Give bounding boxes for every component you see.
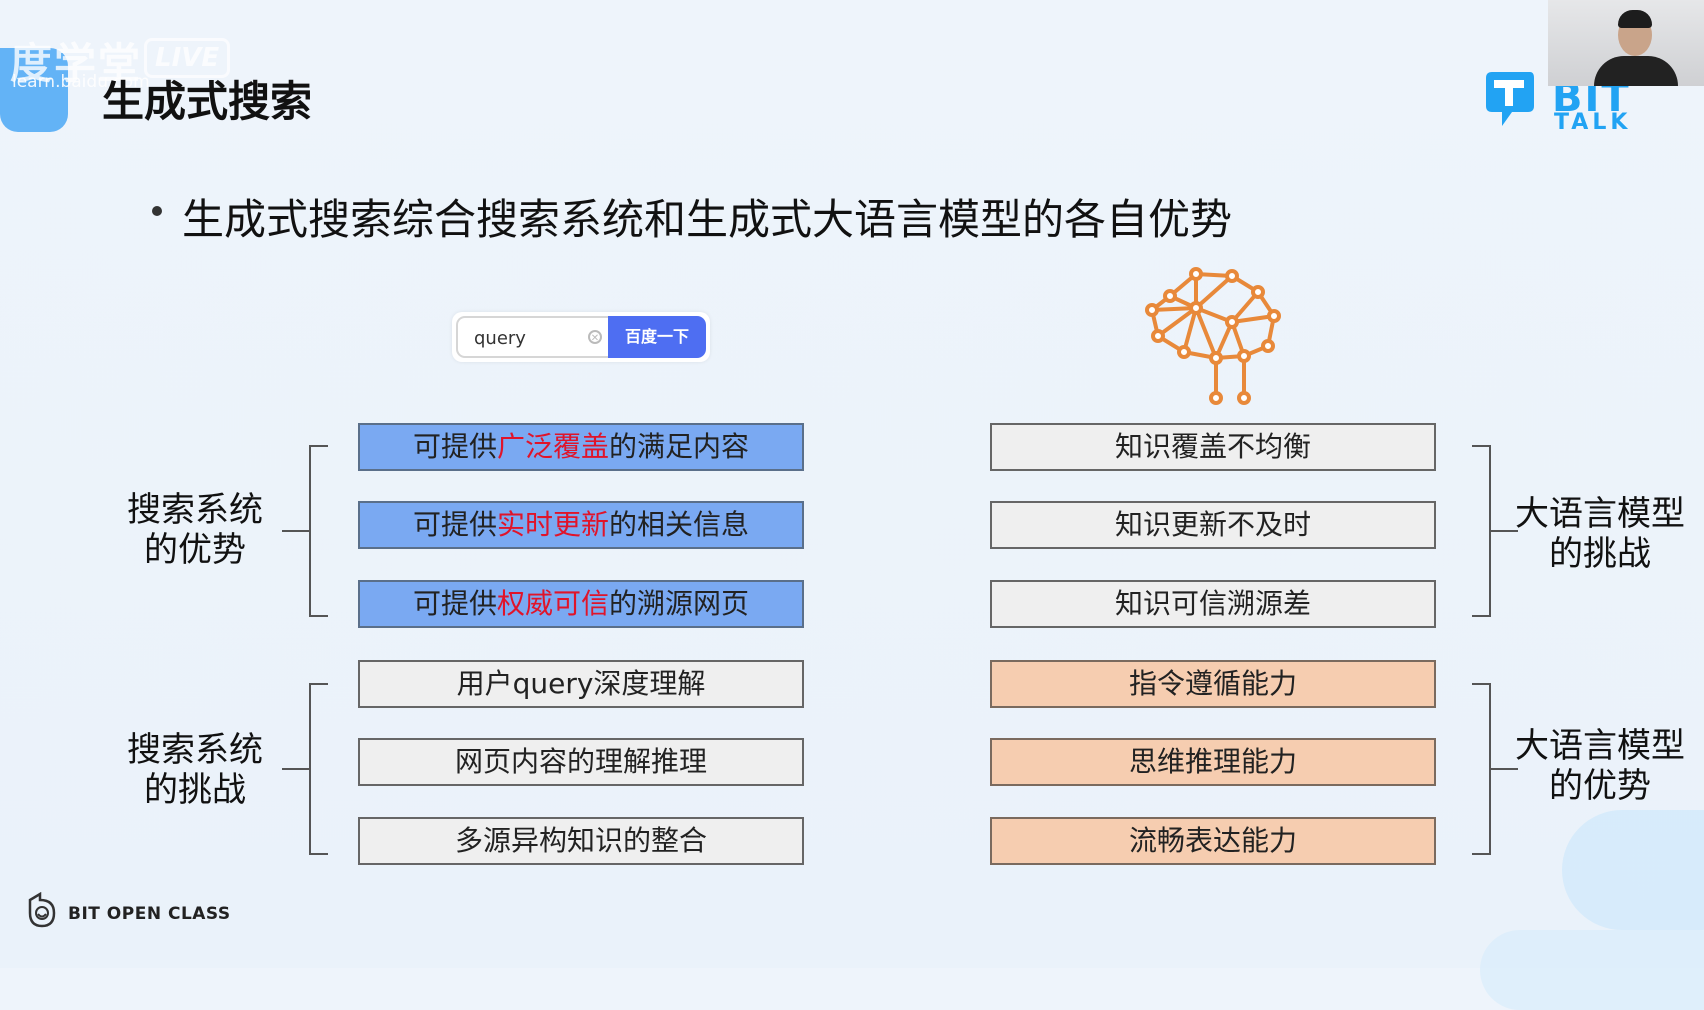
- search-challenge-integration: 多源异构知识的整合: [358, 817, 804, 865]
- llm-advantage-reasoning: 思维推理能力: [990, 738, 1436, 786]
- label-line: 大语言模型: [1515, 494, 1685, 534]
- page-title: 生成式搜索: [102, 77, 313, 126]
- logo-text-talk: TALK: [1554, 110, 1632, 135]
- brain-network-icon: [1145, 267, 1281, 405]
- presenter-webcam: [1548, 0, 1704, 86]
- bullet-icon: [152, 206, 162, 216]
- search-input[interactable]: query ✕: [456, 316, 608, 358]
- search-challenge-query: 用户query深度理解: [358, 660, 804, 708]
- search-advantage-realtime: 可提供实时更新的相关信息: [358, 501, 804, 549]
- label-search-challenges: 搜索系统 的挑战: [120, 730, 270, 810]
- label-line: 的优势: [144, 530, 246, 570]
- label-llm-advantages: 大语言模型 的优势: [1514, 726, 1686, 806]
- search-advantage-coverage: 可提供广泛覆盖的满足内容: [358, 423, 804, 471]
- llm-challenge-update: 知识更新不及时: [990, 501, 1436, 549]
- search-challenge-reasoning: 网页内容的理解推理: [358, 738, 804, 786]
- open-class-logo-icon: [28, 892, 56, 928]
- watermark-brand: 度学堂: [10, 39, 143, 88]
- search-advantage-authority: 可提供权威可信的溯源网页: [358, 580, 804, 628]
- label-line: 大语言模型: [1515, 726, 1685, 766]
- watermark-url: learn.baidu.com: [12, 72, 150, 92]
- search-button[interactable]: 百度一下: [608, 316, 706, 358]
- label-line: 的优势: [1549, 766, 1651, 806]
- llm-challenge-coverage: 知识覆盖不均衡: [990, 423, 1436, 471]
- watermark-bubble-icon: [0, 48, 68, 132]
- label-llm-challenges: 大语言模型 的挑战: [1514, 494, 1686, 574]
- bracket-lines: [282, 445, 1518, 855]
- llm-advantage-instruction: 指令遵循能力: [990, 660, 1436, 708]
- footer-brand: BIT OPEN CLASS: [68, 904, 231, 924]
- label-line: 搜索系统: [127, 730, 263, 770]
- clear-icon[interactable]: ✕: [588, 330, 602, 344]
- search-input-value: query: [474, 328, 526, 349]
- label-line: 的挑战: [144, 770, 246, 810]
- decorative-blob: [1562, 810, 1704, 930]
- label-line: 的挑战: [1549, 534, 1651, 574]
- bit-talk-logo-icon: [1486, 72, 1534, 126]
- watermark-live-badge: LIVE: [144, 38, 231, 78]
- slide-subtitle: 生成式搜索综合搜索系统和生成式大语言模型的各自优势: [182, 195, 1233, 244]
- search-widget: query ✕ 百度一下: [452, 312, 710, 362]
- llm-advantage-expression: 流畅表达能力: [990, 817, 1436, 865]
- label-search-advantages: 搜索系统 的优势: [120, 490, 270, 570]
- llm-challenge-traceability: 知识可信溯源差: [990, 580, 1436, 628]
- label-line: 搜索系统: [127, 490, 263, 530]
